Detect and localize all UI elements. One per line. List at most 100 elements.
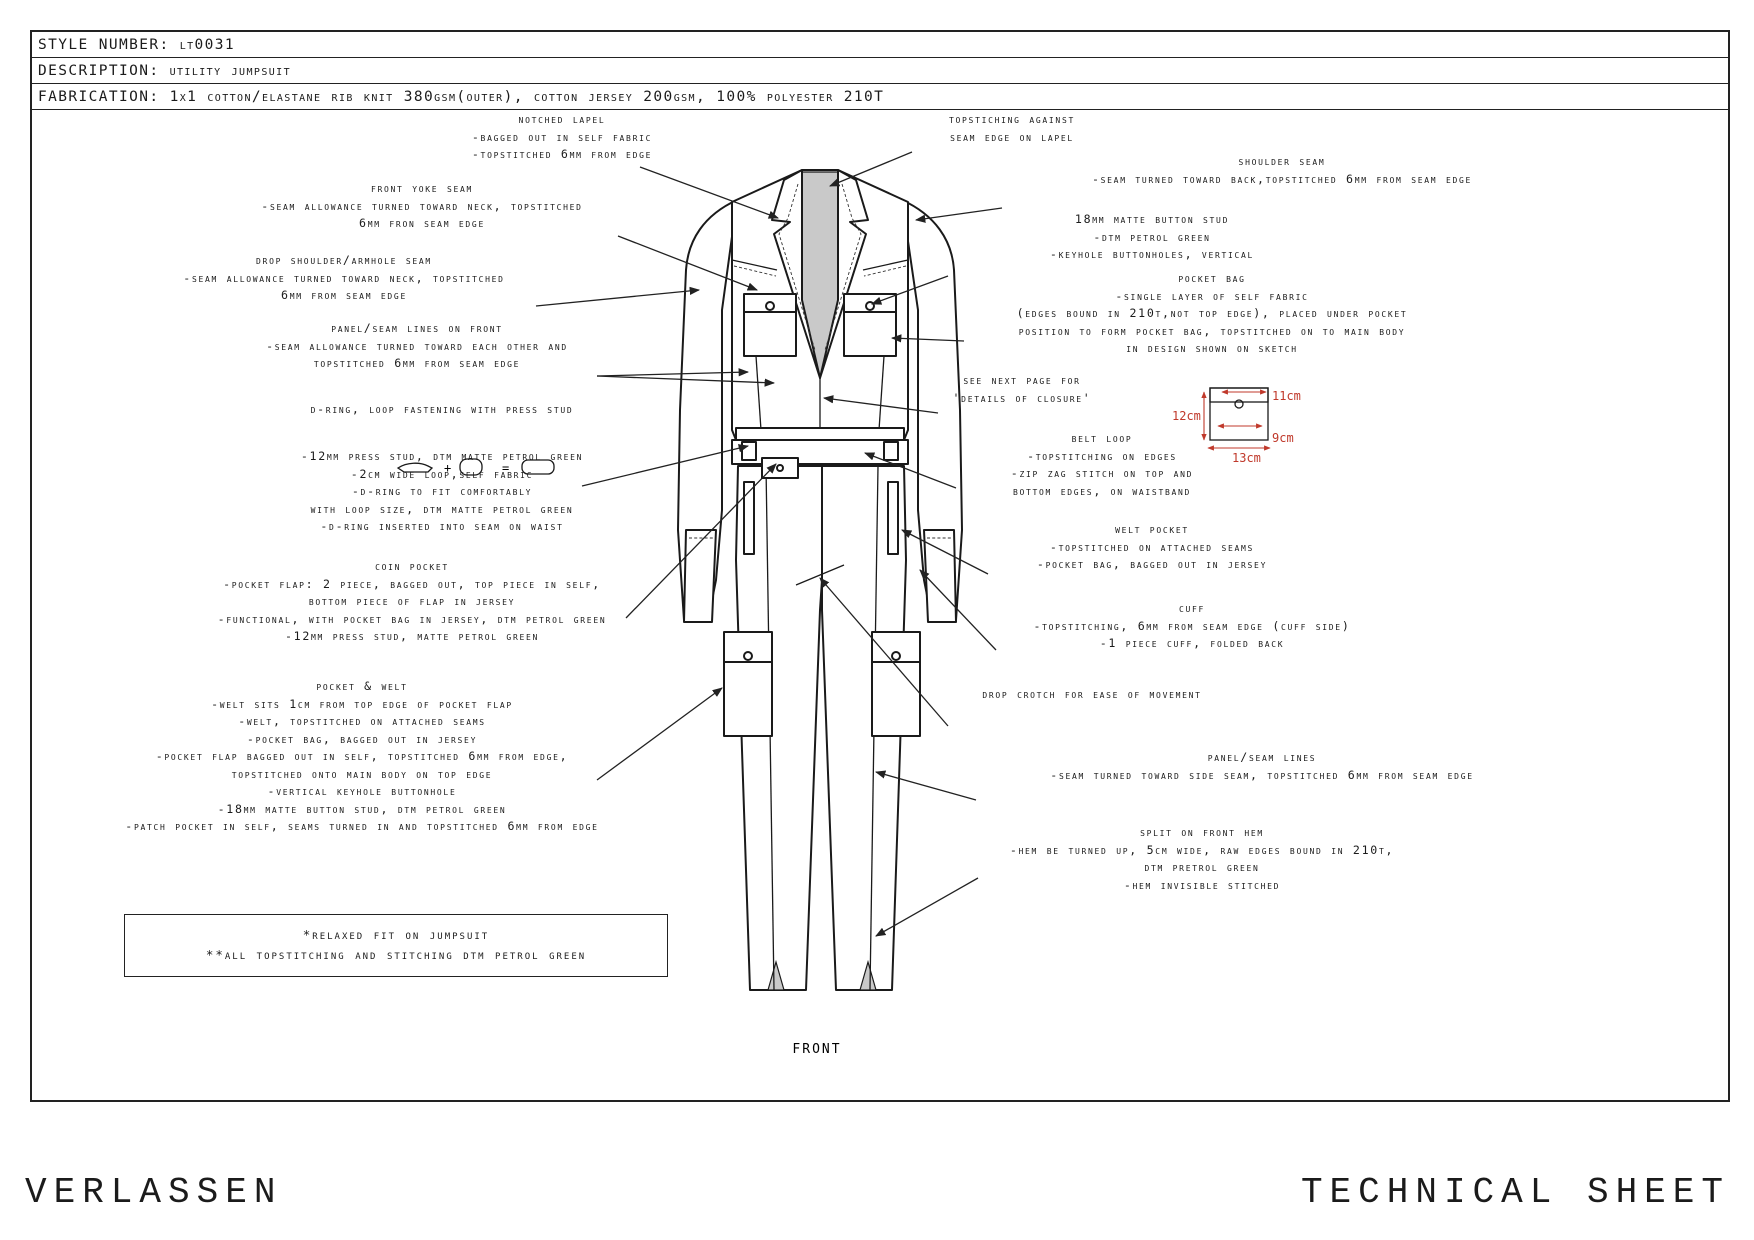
topstitching-lapel-line-0: topstiching against [949, 112, 1075, 126]
right-cargo-button [891, 651, 901, 661]
sheet-type-title: TECHNICAL SHEET [1300, 1172, 1730, 1213]
split-hem-line-2: dtm pretrol green [1144, 860, 1260, 874]
d-ring-title: d-ring, loop fastening with press stud [310, 402, 574, 416]
coin-pocket-title: coin pocket [375, 559, 449, 573]
d-ring-line-5: -D-ring inserted into seam on waist [320, 519, 564, 533]
split-hem-line-3: -hem invisible stitched [1123, 877, 1281, 892]
button-stud-title: 18mm matte button stud [1074, 212, 1230, 226]
right-leg [821, 465, 907, 991]
pocket-welt-line-3: -pocket bag, bagged out in jersey [246, 731, 478, 746]
pocket-bag-line-3: position to form pocket bag, topstitched… [1018, 323, 1406, 338]
pocket-welt-line-6: -vertical keyhole buttonhole [267, 784, 457, 798]
measure-9cm: 9cm [1272, 431, 1294, 445]
measure-11cm: 11cm [1272, 389, 1301, 403]
annotation-pocket-bag: pocket bag -single layer of self fabric … [972, 270, 1452, 358]
note-relaxed-fit: *relaxed fit on jumpsuit [302, 927, 490, 942]
fabrication-value: 1x1 cotton/elastane rib knit 380gsm(oute… [169, 89, 885, 105]
annotation-panel-front: panel/seam lines on front -seam allowanc… [227, 320, 607, 373]
shoulder-seam-line-1: -seam turned toward back,topstitched 6mm… [1091, 171, 1473, 186]
left-welt-pocket [743, 481, 755, 555]
cuff-title: cuff [1178, 601, 1206, 615]
plus-sign: + [444, 461, 451, 475]
note-topstitching: **all topstitching and stitching dtm pet… [205, 947, 587, 962]
coin-pocket-stud [776, 464, 784, 472]
drop-shoulder-line-1: -seam allowance turned toward neck, tops… [183, 270, 505, 285]
annotation-closure: see next page for 'details of closure' [912, 372, 1132, 407]
annotation-drop-shoulder: drop shoulder/armhole seam -seam allowan… [144, 252, 544, 305]
fabrication-label: FABRICATION: [38, 89, 160, 105]
drop-shoulder-title: drop shoulder/armhole seam [256, 253, 432, 267]
loop-icon [396, 462, 434, 473]
notched-lapel-line-2: -topstitched 6mm from edge [471, 147, 653, 161]
d-ring-fastening-icons: + = [396, 458, 555, 476]
pocket-bag-measurement-diagram: 11cm 12cm 9cm 13cm [1172, 387, 1301, 465]
jumpsuit-flat-sketch: FRONT [677, 169, 963, 1057]
annotation-pocket-welt: pocket & welt -welt sits 1cm from top ed… [82, 678, 642, 836]
annotation-shoulder-seam: shoulder seam -seam turned toward back,t… [1002, 153, 1562, 188]
pocket-welt-line-4: -pocket flap bagged out in self, topstit… [155, 749, 569, 763]
style-number-value: lt0031 [179, 37, 236, 53]
left-chest-button [765, 301, 775, 311]
closure-line-0: see next page for [963, 373, 1081, 387]
panel-lines-title: panel/seam lines [1207, 750, 1317, 764]
closure-line-1: 'details of closure' [952, 390, 1092, 405]
split-hem-line-1: -hem be turned up, 5cm wide, raw edges b… [1009, 842, 1395, 857]
coin-pocket-line-1: -pocket flap: 2 piece, bagged out, top p… [223, 576, 601, 591]
annotation-panel-lines: panel/seam lines -seam turned toward sid… [982, 749, 1542, 784]
annotation-topstitching-lapel: topstiching against seam edge on lapel [892, 111, 1132, 146]
description-label: DESCRIPTION: [38, 63, 160, 79]
belt-loop-line-1: -topstitching on edges [1027, 448, 1177, 463]
belt-loop-title: belt loop [1071, 431, 1133, 445]
equals-sign: = [502, 461, 509, 475]
pocket-bag-line-2: (edges bound in 210T,not top edge), plac… [1016, 306, 1408, 320]
pocket-bag-button [1234, 399, 1244, 409]
left-cargo-button [743, 651, 753, 661]
left-cuff [683, 529, 717, 623]
d-ring-line-1: -12mm press stud, dtm matte petrol green [300, 449, 584, 463]
pocket-welt-line-5: topstitched onto main body on top edge [231, 766, 493, 781]
coin-pocket-line-4: -12mm press stud, matte petrol green [284, 629, 540, 643]
d-ring-line-3: -d-ring to fit comfortably [351, 484, 533, 498]
front-yoke-line-2: 6mm fron seam edge [359, 216, 485, 230]
welt-pocket-line-2: -pocket bag, bagged out in jersey [1036, 557, 1268, 571]
belt [731, 439, 909, 465]
annotation-belt-loop: belt loop -topstitching on edges -zip za… [972, 430, 1232, 500]
pocket-welt-line-7: -18mm matte button stud, dtm petrol gree… [217, 801, 507, 816]
jumpsuit-technical-drawing: FRONT + = 11cm 12cm 9cm 13cm [396, 151, 1301, 1057]
style-number-row: STYLE NUMBER:lt0031 [32, 32, 1728, 58]
button-stud-line-1: -dtm petrol green [1093, 229, 1211, 244]
pocket-welt-line-8: -patch pocket in self, seams turned in a… [125, 819, 599, 833]
button-stud-line-2: -keyhole buttonholes, vertical [1049, 247, 1255, 261]
topstitching-lapel-line-1: seam edge on lapel [950, 129, 1074, 144]
front-yoke-line-1: -seam allowance turned toward neck, tops… [261, 198, 583, 213]
panel-front-line-2: topstitched 6mm from seam edge [313, 356, 521, 370]
notched-lapel-line-1: -bagged out in self fabric [471, 129, 653, 144]
measure-13cm: 13cm [1232, 451, 1261, 465]
pocket-welt-line-2: -welt, topstitched on attached seams [238, 714, 486, 728]
view-label: FRONT [792, 1042, 841, 1057]
annotation-split-hem: split on front hem -hem be turned up, 5c… [972, 824, 1432, 894]
left-d-ring [741, 441, 757, 461]
annotation-d-ring: d-ring, loop fastening with press stud [262, 401, 622, 419]
annotation-drop-crotch: drop crotch for ease of movement [942, 686, 1242, 704]
annotation-welt-pocket: welt pocket -topstitched on attached sea… [992, 521, 1312, 574]
coin-pocket-line-2: bottom piece of flap in jersey [308, 594, 516, 608]
cuff-line-1: -topstitching, 6mm from seam edge (cuff … [1033, 618, 1351, 633]
split-hem-title: split on front hem [1140, 825, 1264, 839]
panel-front-line-1: -seam allowance turned toward each other… [266, 338, 568, 353]
fabrication-row: FABRICATION: 1x1 cotton/elastane rib knit… [32, 84, 1728, 110]
annotation-d-ring-details: -12mm press stud, dtm matte petrol green… [262, 448, 622, 536]
coin-pocket-line-3: -functional, with pocket bag in jersey, … [217, 611, 607, 626]
panel-lines-line-1: -seam turned toward side seam, topstitch… [1050, 767, 1474, 782]
pocket-welt-line-1: -welt sits 1cm from top edge of pocket f… [211, 696, 513, 711]
front-yoke-title: front yoke seam [370, 181, 474, 195]
pocket-bag-flap [1209, 387, 1269, 403]
d-ring-line-4: with loop size, dtm matte petrol green [310, 501, 574, 516]
notched-lapel-title: notched lapel [518, 112, 606, 126]
brand-name: VERLASSEN [25, 1172, 283, 1213]
annotation-front-yoke: front yoke seam -seam allowance turned t… [222, 180, 622, 233]
assembled-fastening-icon [521, 459, 555, 475]
right-d-ring [883, 441, 899, 461]
annotation-coin-pocket: coin pocket -pocket flap: 2 piece, bagge… [192, 558, 632, 646]
annotation-button-stud: 18mm matte button stud -dtm petrol green… [1022, 211, 1282, 264]
